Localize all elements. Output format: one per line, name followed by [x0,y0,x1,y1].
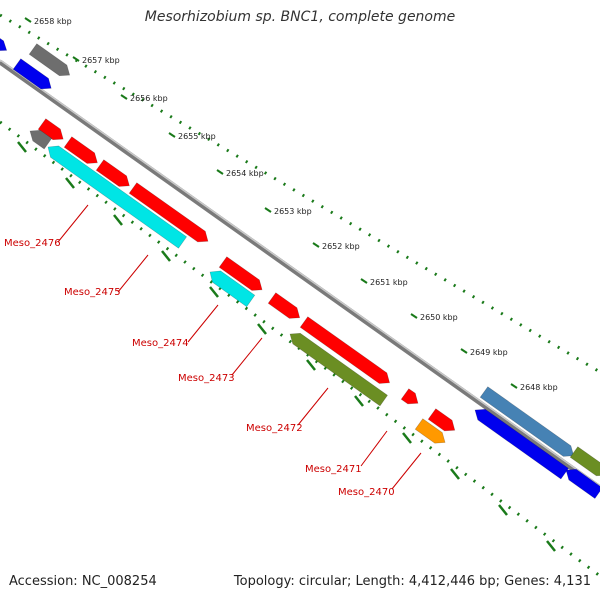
gene-meso-2475-arrow[interactable] [128,182,209,243]
gene-label[interactable]: Meso_2470 [338,487,395,498]
gene-meso-2476-cyan-arrow[interactable] [47,145,188,249]
kbp-label: 2658 kbp [34,17,72,26]
kbp-tick-mark [24,17,32,23]
gene-label[interactable]: Meso_2471 [305,464,362,475]
kbp-tick-mark [264,207,272,213]
feature-steelblue-cds[interactable] [479,386,575,457]
kbp-label: 2656 kbp [130,94,168,103]
gene-meso-2474-arrow[interactable] [218,256,263,291]
feature-grey-cds[interactable] [29,129,53,150]
accession-text: Accession: NC_008254 [9,574,157,589]
kbp-tick-mark [410,313,418,319]
gene-label[interactable]: Meso_2476 [4,238,61,249]
inner-major-tick [402,432,412,444]
kbp-label: 2654 kbp [226,169,264,178]
kbp-tick-mark [460,348,468,354]
kbp-tick-mark [216,169,224,175]
gene-meso-2470-arrow[interactable] [414,418,446,444]
kbp-tick-mark [120,94,128,100]
kbp-tick-mark [510,383,518,389]
gene-meso-2472-arrow[interactable] [289,332,388,407]
gene-label-leader [117,254,149,293]
kbp-label: 2653 kbp [274,207,312,216]
feature-blue-cds[interactable] [0,35,8,51]
inner-major-tick [354,395,364,407]
gene-label[interactable]: Meso_2472 [246,423,303,434]
gene-label[interactable]: Meso_2473 [178,373,235,384]
backbone-line [0,59,600,491]
gene-red-cds[interactable] [95,159,130,187]
inner-tick-line [0,120,600,578]
inner-major-tick [209,286,219,298]
map-title: Mesorhizobium sp. BNC1, complete genome [144,9,456,25]
kbp-label: 2649 kbp [470,348,508,357]
kbp-label: 2655 kbp [178,132,216,141]
inner-major-tick [65,177,75,189]
inner-major-tick [257,323,267,335]
gene-red-cds[interactable] [267,292,301,319]
gene-label-leader [391,452,422,490]
inner-major-tick [546,540,556,552]
feature-blue-cds[interactable] [12,58,52,90]
inner-major-tick [450,468,460,480]
inner-major-tick [306,359,316,371]
gene-label-leader [187,304,219,343]
kbp-label: 2651 kbp [370,278,408,287]
inner-major-tick [113,214,123,226]
gene-label-leader [297,387,329,426]
outer-tick-line [0,13,600,374]
kbp-tick-mark [168,132,176,138]
gene-label-leader [360,430,388,467]
gene-red-cds[interactable] [63,136,98,164]
gene-meso-2473-arrow[interactable] [299,316,390,384]
gene-label-leader [231,337,263,376]
genome-summary-text: Topology: circular; Length: 4,412,446 bp… [233,574,591,589]
kbp-label: 2657 kbp [82,56,120,65]
inner-major-tick [498,504,508,516]
kbp-tick-mark [312,242,320,248]
kbp-tick-mark [72,56,80,62]
inner-major-tick [17,141,27,153]
inner-major-tick [161,250,171,262]
gene-meso-2476-arrow[interactable] [37,118,64,141]
gene-label-leader [57,204,89,243]
backbone-highlight [0,59,600,487]
feature-blue-cds[interactable] [565,468,600,499]
gene-red-cds[interactable] [400,388,419,405]
kbp-label: 2648 kbp [520,383,558,392]
gene-meso-2475-cyan-arrow[interactable] [209,270,256,308]
feature-grey-cds[interactable] [28,43,71,77]
kbp-label: 2652 kbp [322,242,360,251]
gene-meso-2471-arrow[interactable] [427,408,456,432]
gene-label[interactable]: Meso_2474 [132,338,189,349]
kbp-tick-mark [360,278,368,284]
feature-blue-cds[interactable] [474,408,569,480]
gene-label[interactable]: Meso_2475 [64,287,121,298]
kbp-label: 2650 kbp [420,313,458,322]
